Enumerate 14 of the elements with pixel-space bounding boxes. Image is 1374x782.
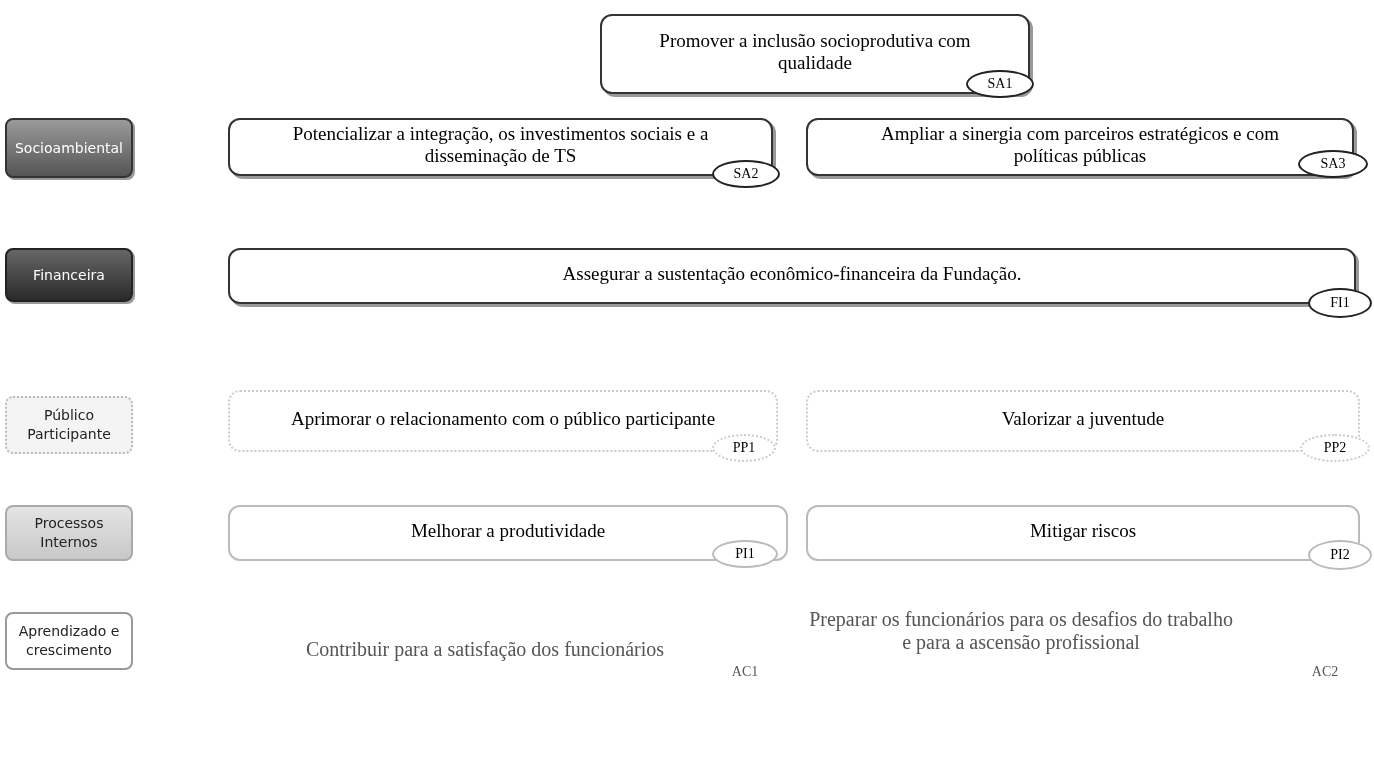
perspective-box: Aprendizado e crescimento (5, 612, 133, 670)
objective-text: Contribuir para a satisfação dos funcionários (304, 638, 666, 661)
code-label: AC1 (730, 664, 760, 680)
code-label: AC2 (1310, 664, 1340, 680)
objective-text: Preparar os funcionários para os desafios do trabalho e para a ascensão profissional (808, 608, 1234, 654)
code-ellipse: PP2 (1300, 434, 1370, 462)
code-ellipse: PI2 (1308, 540, 1372, 570)
perspective-box: Processos Internos (5, 505, 133, 561)
code-ellipse: FI1 (1308, 288, 1372, 318)
perspective-box: Socioambiental (5, 118, 133, 178)
perspective-box: Público Participante (5, 396, 133, 454)
perspective-box: Financeira (5, 248, 133, 302)
code-ellipse: PP1 (712, 434, 776, 462)
code-ellipse: SA2 (712, 160, 780, 188)
